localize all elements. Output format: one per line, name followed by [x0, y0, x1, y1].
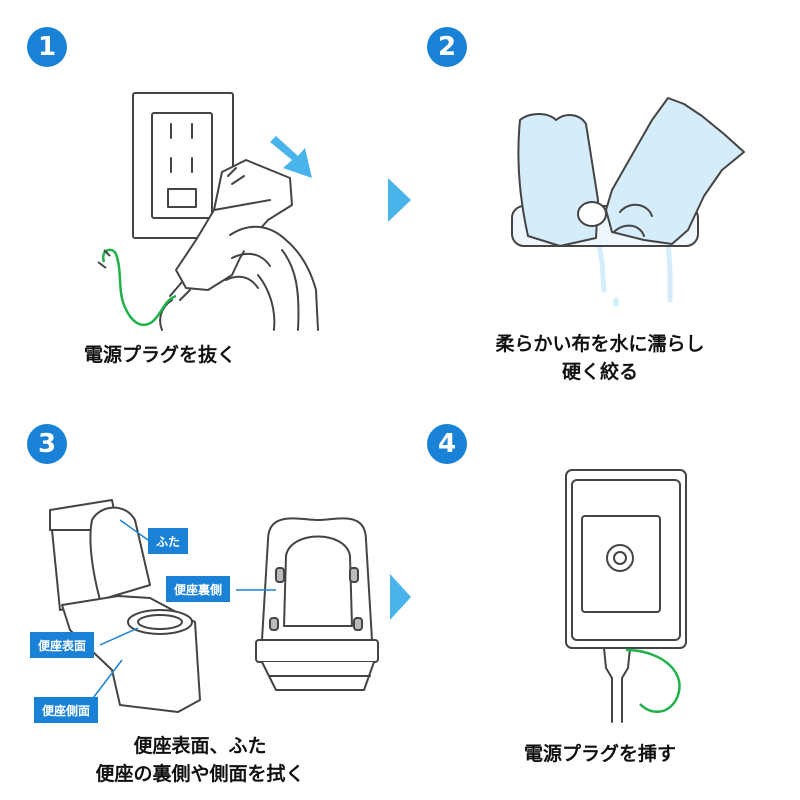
label-seat-surface: 便座表面: [30, 632, 95, 658]
label-lid: ふた: [148, 528, 189, 554]
step2-caption-line1: 柔らかい布を水に濡らし: [495, 333, 705, 355]
step2-caption-line2: 硬く絞る: [561, 361, 638, 383]
step-badge-1: 1: [27, 27, 67, 67]
step3-illustration: [49, 499, 379, 713]
toilet-lid: [89, 506, 151, 601]
step-badge-4: 4: [427, 424, 467, 464]
step4-caption: 電源プラグを挿す: [523, 743, 676, 765]
plug-body: [175, 159, 293, 291]
step2-illustration: [511, 97, 745, 307]
step3-caption-line2: 便座の裏側や側面を拭く: [95, 763, 305, 785]
step1-cord: [101, 248, 177, 327]
label-seat-side: 便座側面: [34, 697, 99, 723]
step2-caption: 柔らかい布を水に濡らし 硬く絞る: [450, 330, 750, 386]
step3-caption: 便座表面、ふた 便座の裏側や側面を拭く: [60, 732, 340, 788]
hand: [229, 225, 319, 331]
step-arrow-2: [390, 574, 411, 620]
step1-caption: 電源プラグを抜く: [83, 344, 236, 366]
step4-cord: [625, 648, 681, 713]
step3-leader-lines: [89, 519, 276, 703]
label-seat-back: 便座裏側: [166, 576, 231, 602]
step-arrow-1: [388, 178, 411, 222]
step1-illustration: [132, 92, 319, 331]
right-hand: [605, 97, 745, 245]
left-hand: [517, 113, 599, 247]
step4-illustration: [565, 469, 687, 723]
step-badge-3: 3: [27, 424, 67, 464]
outlet-frame: [151, 112, 213, 219]
step3-caption-line1: 便座表面、ふた: [133, 735, 267, 757]
pull-direction-arrow: [270, 136, 312, 178]
step-badge-2: 2: [427, 27, 467, 67]
